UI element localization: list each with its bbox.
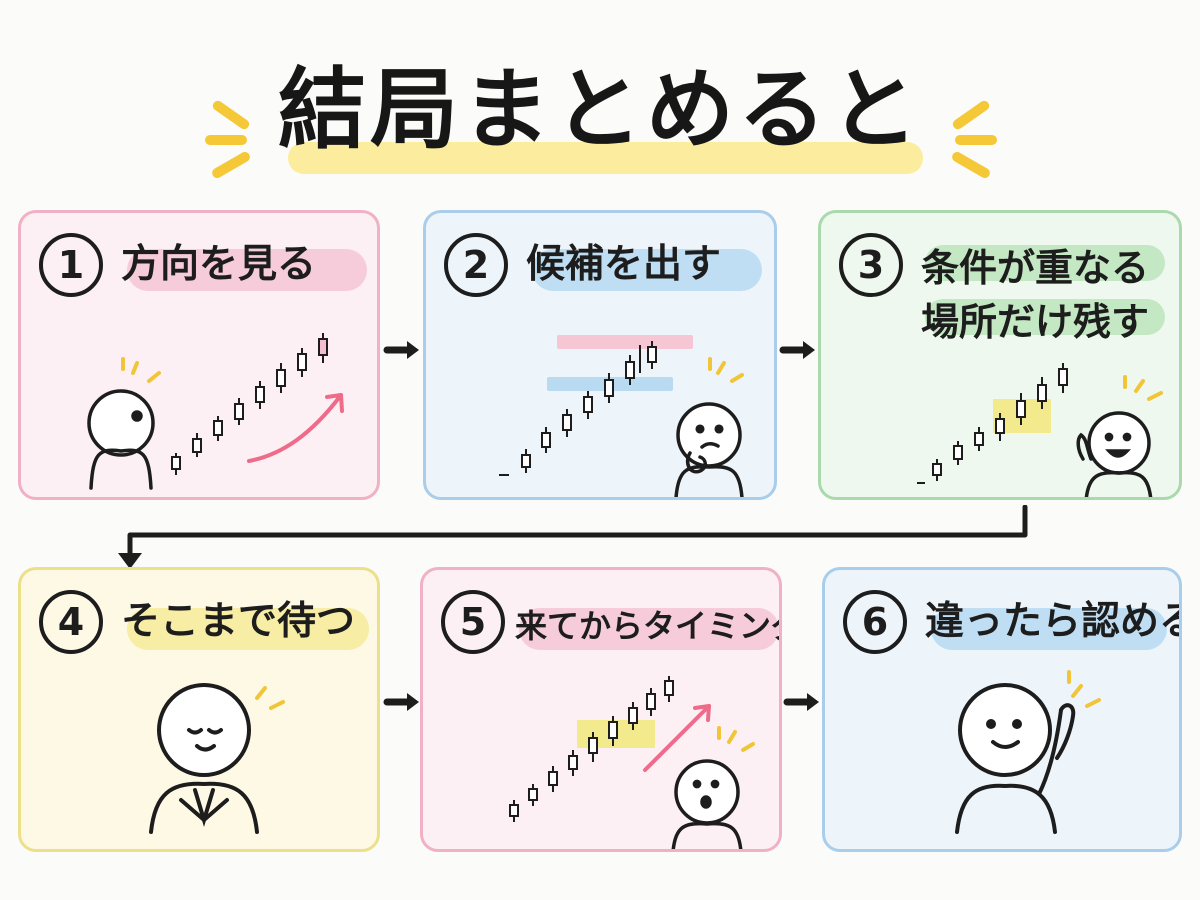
step-number-badge: 4 [39, 590, 103, 654]
step-illustration [509, 676, 755, 849]
candlestick-chart [917, 363, 1068, 484]
sparkle-icon [955, 135, 997, 145]
person-accepting-icon [955, 670, 1101, 834]
title-highlight [288, 142, 923, 174]
flow-arrow-icon [783, 693, 819, 711]
candlestick-chart [499, 341, 657, 476]
step-number-badge: 6 [843, 590, 907, 654]
trend-arrow-icon [247, 393, 344, 463]
step-illustration [955, 670, 1101, 834]
step-illustration [87, 333, 344, 490]
step-label: 候補を出す [526, 242, 722, 287]
sparkle-icon [205, 135, 247, 145]
step-label: 違ったら認める [925, 599, 1182, 644]
person-waiting-icon [149, 683, 285, 834]
step-label: そこまで待つ [121, 599, 356, 644]
step-card-1: 1 方向を見る [18, 210, 380, 500]
step-illustration [917, 363, 1163, 497]
step-number-badge: 5 [441, 590, 505, 654]
trend-arrow-icon [643, 704, 711, 772]
step-card-5: 5 来てからタイミングを見る [420, 567, 782, 852]
step-number-badge: 3 [839, 233, 903, 297]
step-illustration [499, 335, 744, 497]
step-card-4: 4 そこまで待つ [18, 567, 380, 852]
flow-arrow-icon [383, 693, 419, 711]
flow-connector-arrow-icon [118, 505, 1028, 569]
step-card-6: 6 違ったら認める [822, 567, 1182, 852]
candlestick-chart [509, 676, 674, 822]
flow-arrow-icon [779, 341, 815, 359]
person-happy-icon [1076, 375, 1163, 497]
person-thinking-icon [674, 357, 744, 497]
step-label: 来てからタイミングを見る [515, 607, 779, 645]
step-label: 条件が重なる 場所だけ残す [921, 246, 1150, 344]
title-area: 結局まとめると [240, 50, 960, 195]
step-card-2: 2 候補を出す [423, 210, 777, 500]
step-number-badge: 1 [39, 233, 103, 297]
flow-arrow-icon [383, 341, 419, 359]
step-illustration [149, 683, 285, 834]
person-icon [87, 357, 161, 490]
person-surprised-icon [671, 726, 755, 849]
page-title: 結局まとめると [277, 58, 922, 161]
candlestick-chart [171, 333, 328, 475]
step-card-3: 3 条件が重なる 場所だけ残す [818, 210, 1182, 500]
resistance-zone [557, 335, 693, 349]
step-number-badge: 2 [444, 233, 508, 297]
step-label: 方向を見る [121, 242, 317, 287]
